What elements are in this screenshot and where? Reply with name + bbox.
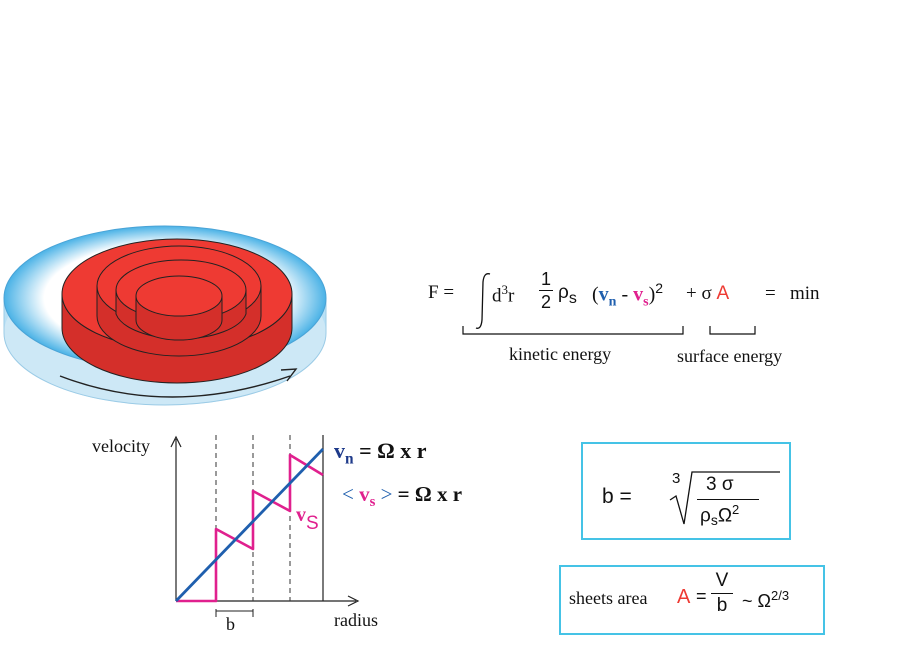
b-fraction-bar [697, 499, 759, 500]
vs-plot-label: vS [296, 504, 319, 534]
eq-half-num: 1 [539, 269, 553, 291]
energy-underbraces [462, 326, 756, 335]
b-formula-box [581, 442, 791, 540]
area-formula-box [559, 565, 825, 635]
cube-root-sign [669, 471, 780, 525]
eq-equals: = [443, 282, 455, 303]
b-formula-lhs: b = [602, 485, 632, 508]
velocity-profile-plot [170, 435, 360, 617]
eq-F: F [428, 282, 439, 303]
surface-energy-label: surface energy [677, 346, 783, 366]
vn-formula: vn = Ω x r [334, 438, 427, 468]
vs-avg-formula: < vs > = Ω x r [342, 482, 463, 511]
rotation-arrow [59, 375, 291, 398]
y-axis-label: velocity [92, 436, 150, 456]
area-den: b [716, 595, 728, 616]
eq-d3r: d3r [492, 282, 515, 307]
eq-rho-s: ρs [558, 282, 577, 307]
eq-surface-term: + σ A [686, 283, 730, 304]
b-root-den: ρsΩ2 [700, 502, 740, 529]
eq-half-den: 2 [540, 292, 551, 312]
kinetic-energy-label: kinetic energy [509, 344, 612, 364]
area-prefix: sheets area [569, 588, 648, 608]
eq-half: 1 2 [539, 268, 553, 313]
eq-min: = min [765, 283, 820, 304]
b-root-num: 3 σ [706, 474, 734, 495]
x-axis-label: radius [334, 610, 378, 630]
b-root-index: 3 [672, 470, 681, 487]
integral-sign [475, 273, 491, 329]
area-fraction: V b [711, 569, 733, 618]
free-energy-equation: F = [428, 282, 454, 304]
area-A: A [677, 586, 691, 608]
area-eq: = [696, 586, 707, 606]
rotating-cylinder-illustration [3, 225, 327, 406]
area-scaling: ~ Ω2/3 [742, 588, 790, 611]
eq-velocity-diff: (vn - vs)2 [592, 280, 664, 310]
b-label: b [226, 614, 235, 634]
vn-line [174, 448, 325, 602]
area-num: V [711, 569, 733, 594]
